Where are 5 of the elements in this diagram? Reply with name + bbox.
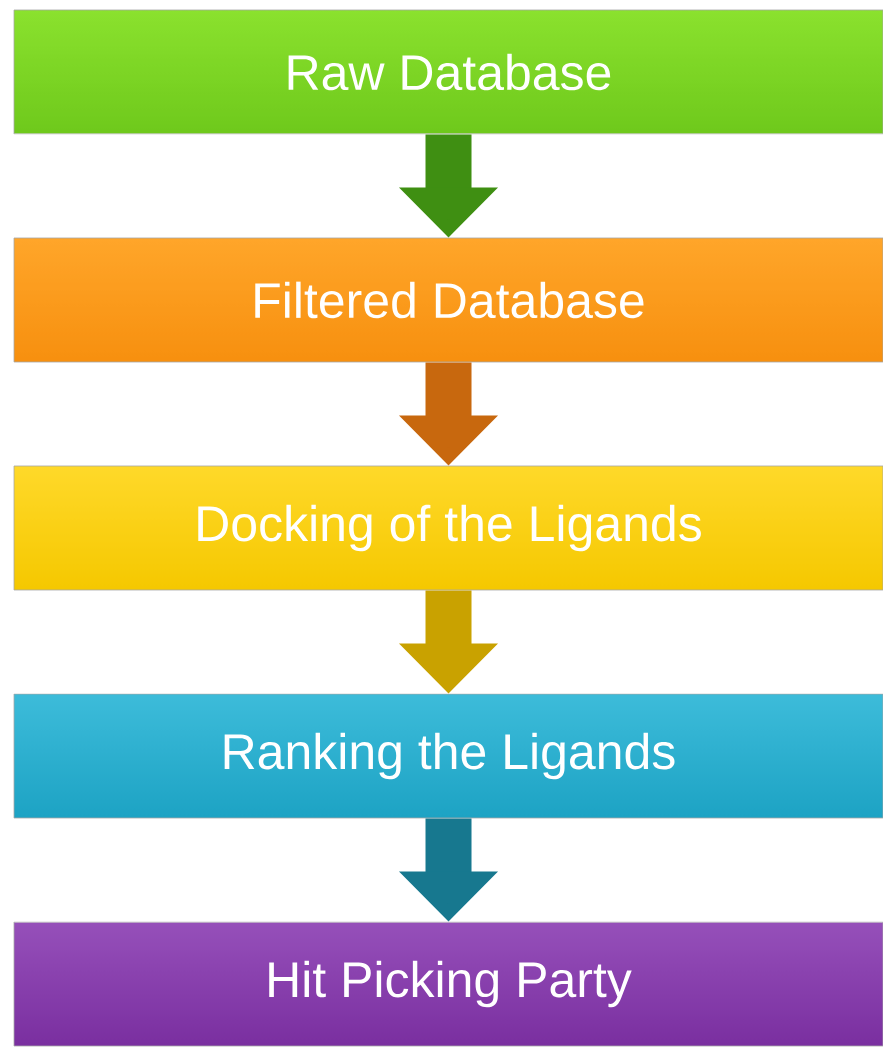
process-box: Hit Picking Party bbox=[13, 921, 883, 1047]
process-box: Ranking the Ligands bbox=[13, 693, 883, 819]
process-box: Docking of the Ligands bbox=[13, 465, 883, 591]
process-box: Filtered Database bbox=[13, 237, 883, 363]
process-box: Raw Database bbox=[13, 9, 883, 135]
